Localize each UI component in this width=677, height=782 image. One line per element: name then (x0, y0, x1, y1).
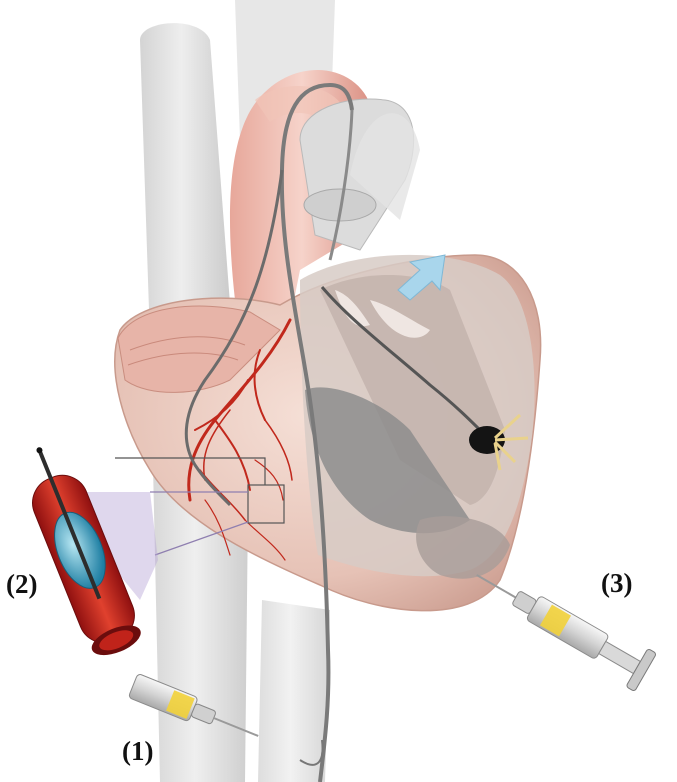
label-method-1: (1) (122, 738, 153, 765)
label-method-2: (2) (6, 571, 37, 598)
balloon-catheter-icon (12, 437, 158, 662)
label-method-3: (3) (601, 570, 632, 597)
pulmonary-artery (300, 99, 420, 250)
